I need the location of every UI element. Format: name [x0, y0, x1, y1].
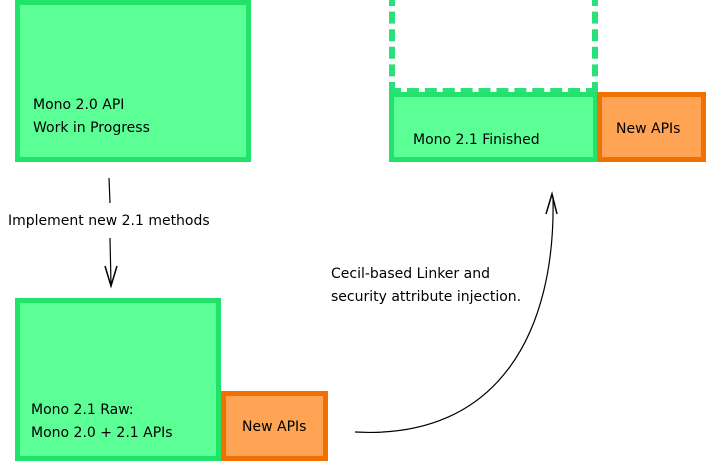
mono20-api-label: Mono 2.0 API Work in Progress [33, 94, 150, 140]
new-apis-top-label: New APIs [616, 121, 681, 137]
mono21-raw-label: Mono 2.1 Raw: Mono 2.0 + 2.1 APIs [31, 399, 173, 445]
new-apis-bottom-box [221, 391, 328, 461]
linker-curve-arrow [354, 196, 554, 433]
implement-arrow-upper [108, 177, 111, 204]
mono21-finished-box [389, 92, 598, 162]
linker-label: Cecil-based Linker and security attribut… [331, 263, 521, 309]
implement-label: Implement new 2.1 methods [8, 213, 210, 229]
new-apis-bottom-label: New APIs [242, 419, 307, 435]
mono21-raw-box [15, 298, 221, 461]
implement-arrow-lower [109, 237, 112, 285]
linker-label-line2: security attribute injection. [331, 289, 522, 305]
mono20-api-line2: Work in Progress [33, 120, 150, 136]
linker-arrowhead [545, 191, 558, 215]
mono21-raw-line2: Mono 2.0 + 2.1 APIs [31, 425, 173, 441]
mono20-api-line1: Mono 2.0 API [33, 97, 125, 113]
implement-arrowhead [104, 265, 118, 289]
dashed-placeholder-box [389, 0, 598, 94]
mono21-raw-line1: Mono 2.1 Raw: [31, 402, 134, 418]
mono20-api-box [15, 0, 251, 162]
mono21-finished-label: Mono 2.1 Finished [413, 132, 540, 148]
new-apis-top-box [597, 92, 706, 162]
linker-label-line1: Cecil-based Linker and [331, 266, 490, 282]
